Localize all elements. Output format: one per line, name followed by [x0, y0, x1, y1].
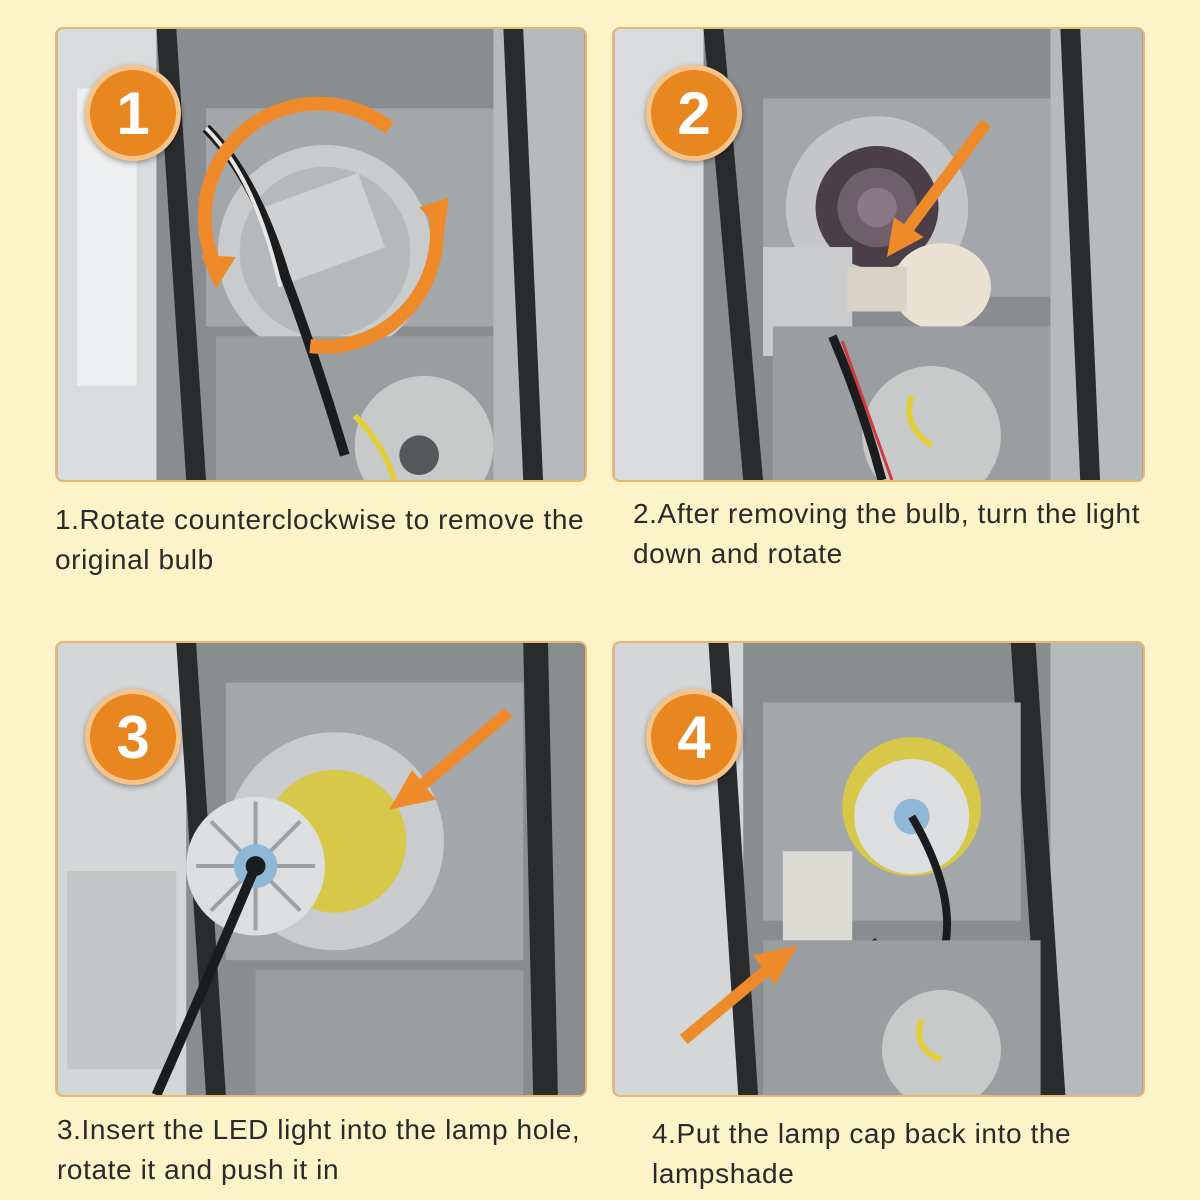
step-2-photo: 2 — [612, 27, 1145, 482]
step-2-badge: 2 — [646, 65, 742, 161]
step-3-photo: 3 — [55, 641, 587, 1097]
step-4-caption: 4.Put the lamp cap back into the lampsha… — [652, 1118, 1072, 1189]
lamp-cap-replacement-illustration — [614, 643, 1143, 1095]
step-1-caption: 1.Rotate counterclockwise to remove the … — [55, 504, 585, 575]
step-3-caption: 3.Insert the LED light into the lamp hol… — [57, 1114, 581, 1185]
step-3-badge: 3 — [85, 689, 181, 785]
step-1-badge: 1 — [85, 65, 181, 161]
step-2-caption: 2.After removing the bulb, turn the ligh… — [633, 498, 1141, 569]
step-4-photo: 4 — [612, 641, 1145, 1097]
step-4-badge: 4 — [646, 689, 742, 785]
step-1-photo: 1 — [55, 27, 587, 482]
